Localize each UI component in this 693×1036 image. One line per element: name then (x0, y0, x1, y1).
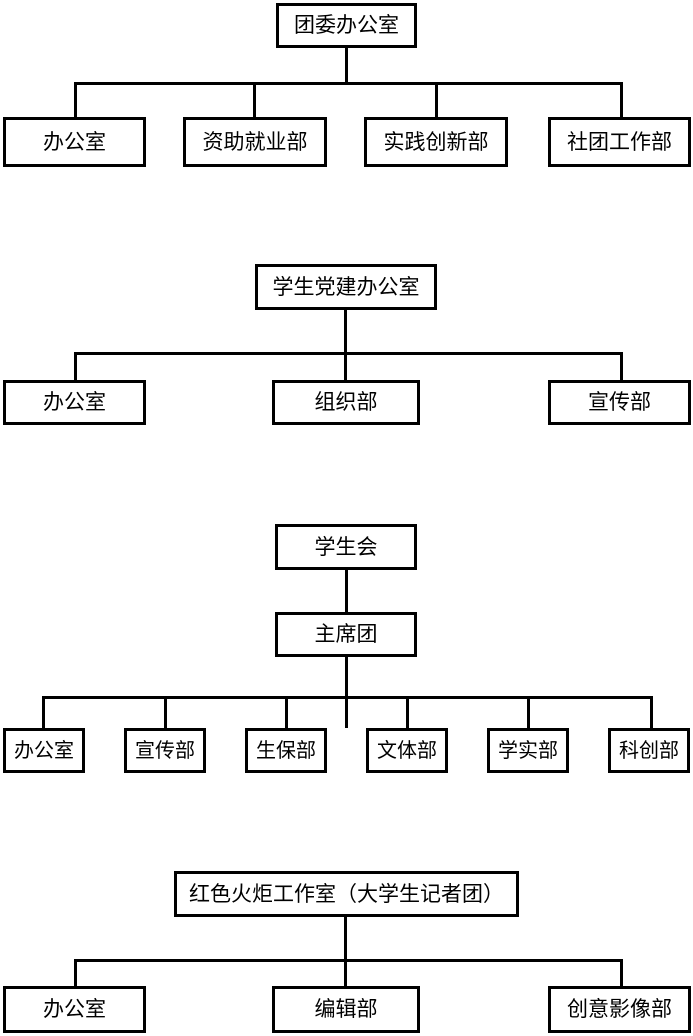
node-label: 团委办公室 (294, 13, 399, 37)
node-student-party-building-office[interactable]: 学生党建办公室 (255, 264, 437, 310)
node-s4-office[interactable]: 办公室 (3, 986, 146, 1033)
node-label: 文体部 (377, 739, 437, 762)
node-label: 学生会 (314, 534, 378, 559)
node-s1-club-work-dept[interactable]: 社团工作部 (548, 117, 691, 167)
connector-s3-drop-1 (42, 696, 45, 728)
node-s2-organization-dept[interactable]: 组织部 (272, 380, 420, 425)
node-label: 编辑部 (314, 997, 378, 1021)
connector-s3-drop-3 (285, 696, 288, 728)
node-s1-practice-innovation-dept[interactable]: 实践创新部 (364, 117, 508, 167)
node-s2-publicity-dept[interactable]: 宣传部 (548, 380, 691, 425)
node-label: 科创部 (619, 739, 679, 762)
node-label: 社团工作部 (567, 129, 672, 154)
connector-s1-drop-2 (253, 82, 256, 117)
connector-s3-drop-5 (527, 696, 530, 728)
connector-s1-bus (74, 82, 623, 85)
connector-s4-bus (74, 959, 623, 962)
node-label: 学实部 (498, 739, 558, 762)
node-label: 学生党建办公室 (272, 274, 420, 299)
node-label: 生保部 (256, 739, 316, 762)
connector-s1-root-drop (345, 48, 348, 82)
node-presidium[interactable]: 主席团 (275, 612, 417, 657)
connector-s3-drop-2 (164, 696, 167, 728)
node-s4-creative-imaging-dept[interactable]: 创意影像部 (548, 986, 691, 1033)
node-s1-office[interactable]: 办公室 (3, 117, 146, 167)
node-label: 宣传部 (135, 739, 195, 762)
node-label: 办公室 (43, 997, 106, 1021)
connector-s1-drop-1 (74, 82, 77, 117)
connector-s3-bus (42, 696, 653, 699)
node-s2-office[interactable]: 办公室 (3, 380, 146, 425)
connector-s1-drop-3 (435, 82, 438, 117)
node-red-torch-studio[interactable]: 红色火炬工作室（大学生记者团） (174, 871, 519, 917)
node-label: 实践创新部 (383, 129, 489, 154)
node-s3-office[interactable]: 办公室 (3, 728, 85, 773)
node-s3-life-security-dept[interactable]: 生保部 (245, 728, 327, 773)
connector-s3-root-to-mid (345, 570, 348, 612)
connector-s2-drop-3 (620, 352, 623, 380)
node-label: 办公室 (14, 739, 74, 762)
node-label: 办公室 (43, 129, 106, 154)
node-label: 创意影像部 (567, 997, 672, 1021)
node-youth-league-office[interactable]: 团委办公室 (276, 3, 417, 48)
connector-s3-mid-drop (345, 657, 348, 728)
node-label: 办公室 (43, 390, 106, 414)
node-s3-academic-practice-dept[interactable]: 学实部 (487, 728, 569, 773)
connector-s4-drop-1 (74, 959, 77, 987)
node-s3-culture-sports-dept[interactable]: 文体部 (366, 728, 448, 773)
node-label: 组织部 (314, 390, 378, 414)
node-s3-publicity-dept[interactable]: 宣传部 (124, 728, 206, 773)
connector-s3-drop-6 (650, 696, 653, 728)
connector-s4-drop-3 (620, 959, 623, 987)
connector-s3-drop-4 (406, 696, 409, 728)
node-s1-funding-employment-dept[interactable]: 资助就业部 (183, 117, 327, 167)
node-student-union[interactable]: 学生会 (275, 524, 417, 570)
connector-s4-root-drop (344, 917, 347, 987)
connector-s2-root-drop (344, 310, 347, 380)
node-label: 主席团 (314, 622, 378, 646)
node-label: 红色火炬工作室（大学生记者团） (189, 881, 504, 906)
connector-s2-bus (74, 352, 623, 355)
node-label: 宣传部 (588, 390, 651, 414)
connector-s1-drop-4 (620, 82, 623, 117)
node-s4-editorial-dept[interactable]: 编辑部 (272, 986, 420, 1033)
connector-s2-drop-1 (74, 352, 77, 380)
node-s3-science-innovation-dept[interactable]: 科创部 (608, 728, 690, 773)
node-label: 资助就业部 (202, 129, 308, 154)
